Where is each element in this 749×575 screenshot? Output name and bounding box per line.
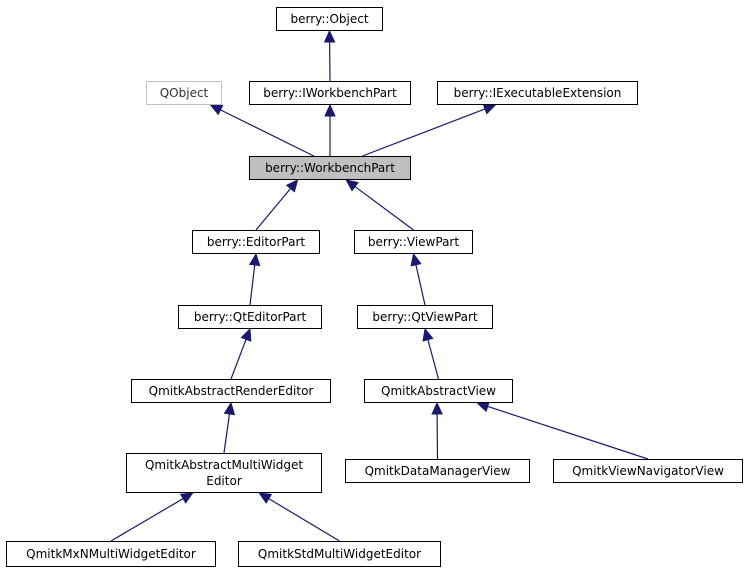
arrowhead-viewnavigatorview-to-abstractview	[476, 401, 490, 413]
edge-abstractrendereditor-to-qteditorpart	[230, 339, 247, 380]
node-qmitk-data-manager-view[interactable]: QmitkDataManagerView	[345, 459, 530, 483]
node-berry-iworkbenchpart[interactable]: berry::IWorkbenchPart	[249, 81, 411, 105]
node-label-line-1: QmitkAbstractMultiWidget	[144, 458, 304, 472]
arrowhead-editorpart-to-workbenchpart	[285, 179, 299, 193]
node-berry-qteditorpart[interactable]: berry::QtEditorPart	[178, 305, 322, 329]
edge-mxnmultiwidgeteditor-to-abstractmultiwidgeteditor	[110, 498, 184, 542]
arrowhead-datamanagerview-to-abstractview	[431, 401, 443, 415]
arrowhead-qtviewpart-to-viewpart	[410, 252, 422, 267]
edge-editorpart-to-workbenchpart	[255, 188, 292, 231]
edge-abstractview-to-qtviewpart	[427, 339, 440, 380]
edge-viewnavigatorview-to-abstractview	[487, 405, 649, 460]
node-qmitk-abstract-render-editor[interactable]: QmitkAbstractRenderEditor	[131, 379, 331, 403]
edge-workbenchpart-to-iexecutableextension	[362, 108, 486, 157]
arrowhead-workbenchpart-to-iexecutableextension	[482, 103, 497, 115]
arrowhead-mxnmultiwidgeteditor-to-abstractmultiwidgeteditor	[179, 492, 194, 504]
node-label-line-2: Editor	[206, 474, 242, 488]
edge-abstractmultiwidgeteditor-to-abstractrendereditor	[223, 413, 231, 454]
node-berry-iexecutableextension[interactable]: berry::IExecutableExtension	[437, 81, 638, 105]
edge-workbenchpart-to-qobject	[220, 109, 315, 157]
edge-viewpart-to-workbenchpart	[354, 186, 414, 231]
edge-qtviewpart-to-viewpart	[415, 264, 426, 306]
node-berry-object[interactable]: berry::Object	[276, 7, 383, 31]
node-qobject[interactable]: QObject	[146, 81, 222, 105]
node-berry-workbenchpart[interactable]: berry::WorkbenchPart	[249, 156, 411, 180]
arrowhead-abstractmultiwidgeteditor-to-abstractrendereditor	[223, 401, 236, 416]
arrowhead-workbenchpart-to-iworkbenchpart	[324, 103, 336, 117]
node-berry-editorpart[interactable]: berry::EditorPart	[192, 230, 320, 254]
node-qmitk-view-navigator-view[interactable]: QmitkViewNavigatorView	[553, 459, 743, 483]
edge-qteditorpart-to-editorpart	[249, 264, 256, 306]
arrowhead-viewpart-to-workbenchpart	[345, 179, 359, 192]
node-qmitk-mxn-multi-widget-editor[interactable]: QmitkMxNMultiWidgetEditor	[6, 541, 216, 567]
arrowhead-workbenchpart-to-qobject	[209, 104, 224, 116]
node-qmitk-abstract-view[interactable]: QmitkAbstractView	[364, 379, 513, 403]
arrowhead-abstractview-to-qtviewpart	[422, 327, 434, 342]
arrowhead-iworkbenchpart-to-object	[323, 29, 336, 43]
arrowhead-stdmultiwidgeteditor-to-abstractmultiwidgeteditor	[258, 492, 273, 504]
node-berry-viewpart[interactable]: berry::ViewPart	[354, 230, 473, 254]
node-qmitk-std-multi-widget-editor[interactable]: QmitkStdMultiWidgetEditor	[238, 541, 441, 567]
edge-stdmultiwidgeteditor-to-abstractmultiwidgeteditor	[268, 498, 340, 542]
arrowhead-qteditorpart-to-editorpart	[248, 252, 261, 267]
arrowhead-abstractrendereditor-to-qteditorpart	[240, 327, 252, 342]
node-berry-qtviewpart[interactable]: berry::QtViewPart	[357, 305, 493, 329]
node-qmitk-abstract-multi-widget-editor[interactable]: QmitkAbstractMultiWidget Editor	[126, 453, 322, 493]
